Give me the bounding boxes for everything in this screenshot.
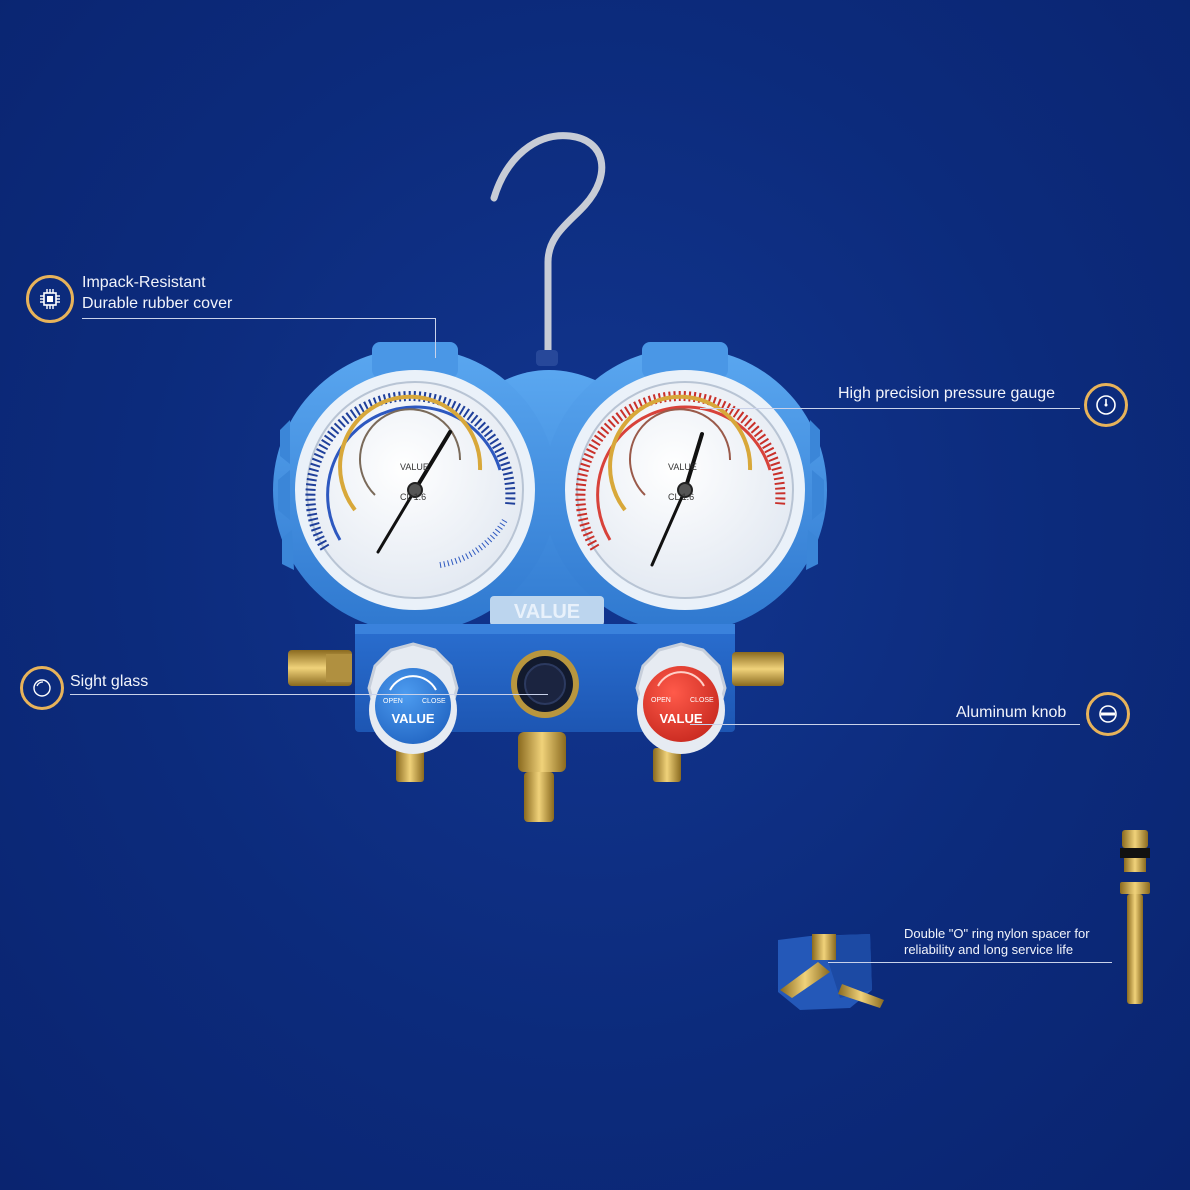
rubber-cover-line2: Durable rubber cover [82, 295, 233, 312]
sight-glass [511, 650, 579, 718]
o-ring-inset-block [778, 934, 884, 1010]
aluminum-knob-leader [690, 724, 1080, 725]
o-ring-leader [828, 962, 1112, 963]
right-side-port [732, 652, 784, 686]
svg-text:VALUE: VALUE [400, 462, 429, 472]
rubber-cover-leader-drop [435, 318, 436, 358]
svg-text:VALUE: VALUE [659, 711, 702, 726]
rubber-cover-line1: Impack-Resistant [82, 274, 206, 291]
svg-text:CLOSE: CLOSE [422, 698, 446, 705]
rubber-cover-leader [82, 318, 436, 319]
aluminum-knob-badge [1086, 692, 1130, 736]
svg-text:CLOSE: CLOSE [690, 697, 714, 704]
pressure-gauge-leader [700, 408, 1080, 409]
sight-glass-label: Sight glass [70, 673, 149, 690]
low-pressure-gauge: VALUE CL 1.6 [273, 342, 557, 632]
pressure-gauge-label: High precision pressure gauge [838, 385, 1056, 402]
sight-glass-badge [20, 666, 64, 710]
gauge-icon [1096, 395, 1116, 415]
svg-text:CL 1.6: CL 1.6 [400, 492, 426, 502]
svg-text:VALUE: VALUE [391, 711, 434, 726]
svg-text:OPEN: OPEN [383, 698, 403, 705]
ring-icon [33, 679, 51, 697]
hanging-hook [490, 132, 606, 362]
bottom-port-left [396, 748, 424, 782]
pressure-gauge-badge [1084, 383, 1128, 427]
brand-plate [490, 596, 604, 626]
svg-text:VALUE: VALUE [668, 462, 697, 472]
svg-text:OPEN: OPEN [651, 697, 671, 704]
o-ring-inset-core [1120, 830, 1150, 1004]
o-ring-line1: Double "O" ring nylon spacer for [904, 926, 1090, 941]
knob-icon [1099, 705, 1117, 723]
sight-glass-leader [70, 694, 548, 695]
rubber-cover-badge [26, 275, 74, 323]
high-pressure-gauge: VALUE CL 1.6 [543, 342, 827, 632]
o-ring-line2: reliability and long service life [904, 942, 1074, 957]
aluminum-knob-label: Aluminum knob [956, 704, 1067, 721]
low-side-knob: OPEN CLOSE VALUE [367, 642, 459, 754]
svg-text:CL 1.6: CL 1.6 [668, 492, 694, 502]
high-side-knob: OPEN CLOSE VALUE [635, 642, 727, 754]
bottom-port-center [518, 732, 566, 772]
bottom-port-right [653, 748, 681, 782]
brand-plate-text: VALUE [514, 601, 580, 623]
chip-icon [40, 289, 60, 309]
